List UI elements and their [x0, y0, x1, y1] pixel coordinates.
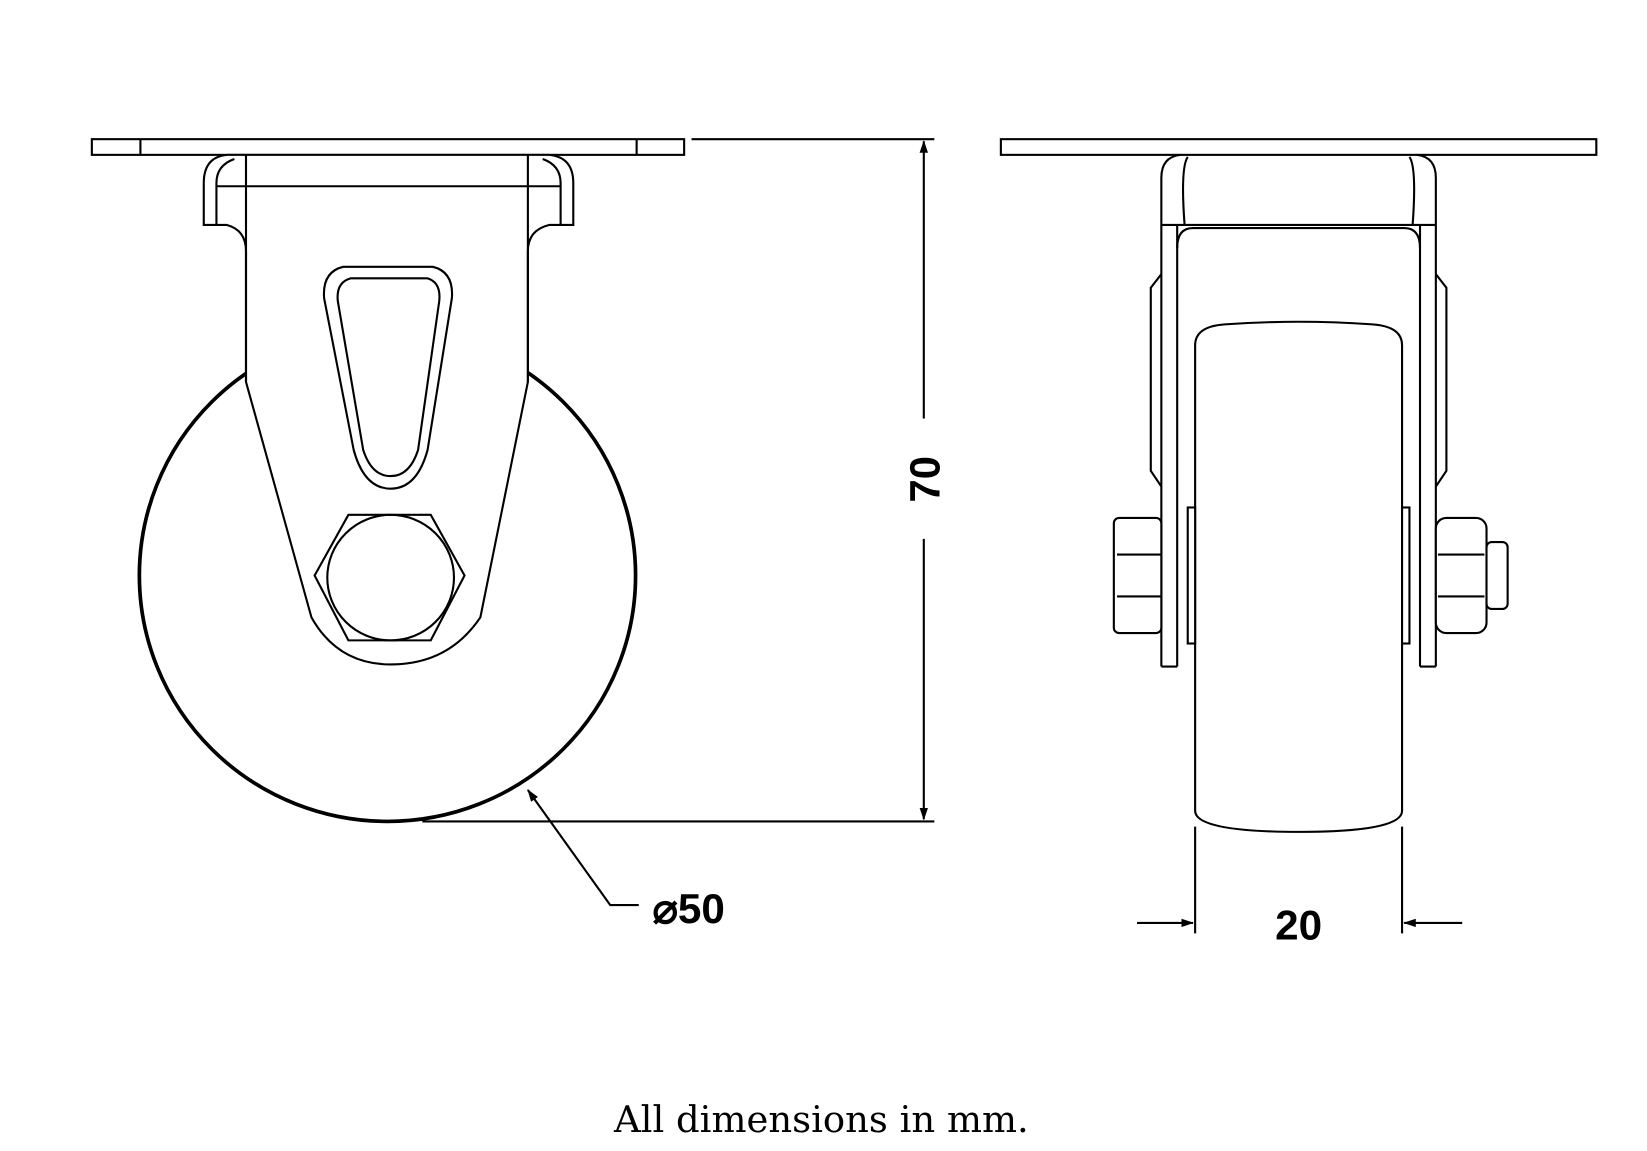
width-dimension-label: 20: [1275, 902, 1322, 949]
left-washer: [1186, 506, 1197, 645]
axle-circle: [326, 513, 456, 642]
nut: [1434, 516, 1488, 635]
right-washer: [1401, 506, 1411, 645]
caption: All dimensions in mm.: [613, 1098, 1029, 1141]
height-dimension-label: 70: [901, 456, 948, 503]
top-plate: [90, 138, 686, 156]
axle-hex-nut: [313, 513, 466, 642]
fork-legs: [1160, 153, 1437, 667]
bolt-stub: [1485, 540, 1509, 611]
diameter-dimension-label: ⌀50: [652, 885, 724, 932]
side-view: 20: [999, 138, 1598, 949]
wheel-side: [1194, 320, 1404, 833]
bolt-head: [1112, 516, 1163, 635]
front-view: 70 ⌀50: [90, 138, 949, 932]
top-plate-side: [999, 138, 1598, 156]
